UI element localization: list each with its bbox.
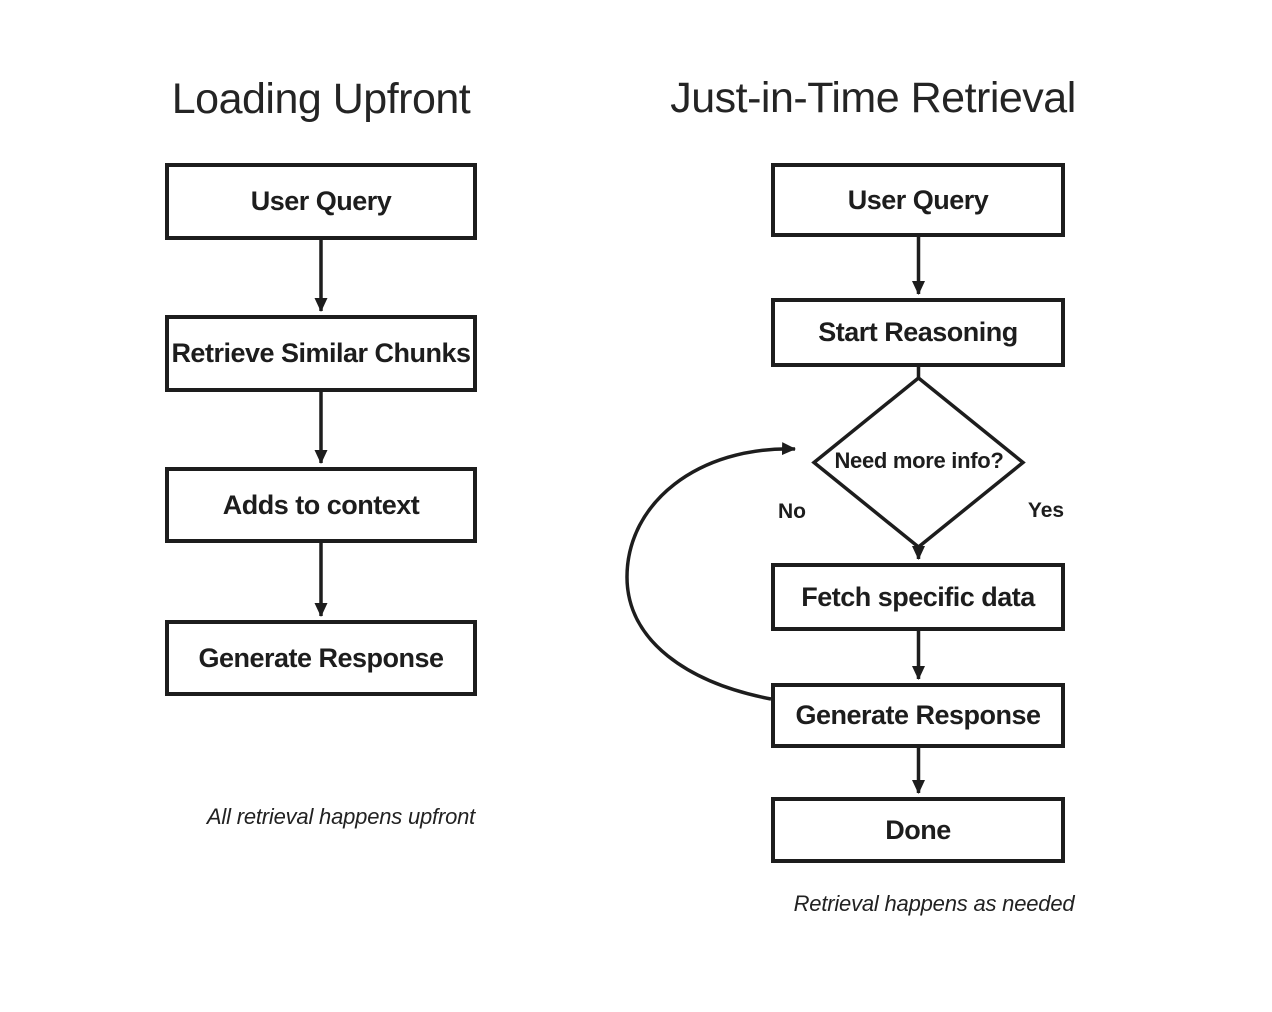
edge-label-yes: Yes <box>1027 499 1065 522</box>
node-left-generate-response-label: Generate Response <box>198 642 444 673</box>
left-flow-title: Loading Upfront <box>171 75 471 123</box>
right-flow-title: Just-in-Time Retrieval <box>670 74 1076 122</box>
right-flow-caption: Retrieval happens as needed <box>793 891 1075 916</box>
node-left-adds-to-context-label: Adds to context <box>222 489 420 520</box>
node-right-fetch-specific-data: Fetch specific data <box>771 563 1065 631</box>
node-right-done-label: Done <box>885 814 951 845</box>
node-left-adds-to-context: Adds to context <box>165 467 477 543</box>
node-left-retrieve-similar-chunks: Retrieve Similar Chunks <box>165 315 477 392</box>
left-flow-caption: All retrieval happens upfront <box>206 804 476 829</box>
node-right-start-reasoning: Start Reasoning <box>771 298 1065 367</box>
arrow-loop-generate-to-decision <box>625 442 796 701</box>
node-left-generate-response: Generate Response <box>165 620 477 696</box>
node-left-user-query-label: User Query <box>250 186 392 216</box>
decision-need-more-info-label: Need more info? <box>834 448 1004 473</box>
node-right-user-query: User Query <box>771 163 1065 237</box>
node-right-user-query-label: User Query <box>847 184 989 215</box>
node-right-generate-response-label: Generate Response <box>795 700 1041 730</box>
decision-diamond-shape <box>811 375 1026 550</box>
node-left-user-query: User Query <box>165 163 477 240</box>
edge-label-no: No <box>778 500 806 523</box>
node-left-retrieve-similar-chunks-label: Retrieve Similar Chunks <box>171 338 471 368</box>
node-right-start-reasoning-label: Start Reasoning <box>818 317 1018 347</box>
node-right-done: Done <box>771 797 1065 863</box>
node-right-generate-response: Generate Response <box>771 683 1065 748</box>
node-right-fetch-specific-data-label: Fetch specific data <box>801 581 1035 612</box>
